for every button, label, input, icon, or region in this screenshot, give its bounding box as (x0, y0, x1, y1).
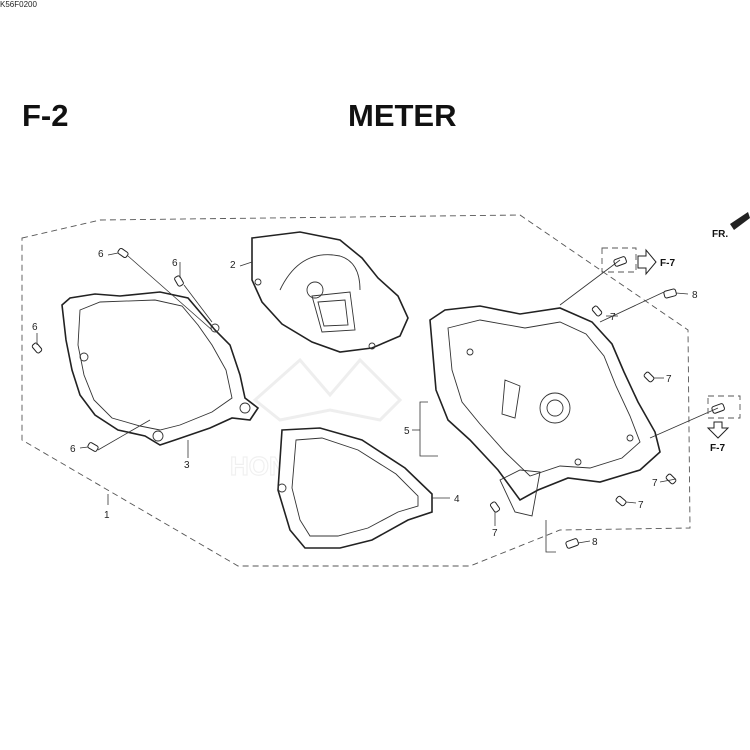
part-5-lower-case (429, 305, 661, 517)
callout-7-b: 7 (666, 374, 672, 385)
callout-1: 1 (104, 510, 110, 521)
callout-6-b: 6 (172, 258, 178, 269)
ref-right-label: F-7 (710, 443, 725, 454)
callout-6-c: 6 (32, 322, 38, 333)
part-4-lens-frame (277, 427, 433, 549)
callout-5: 5 (404, 426, 410, 437)
callout-6-a: 6 (98, 249, 104, 260)
callout-3: 3 (184, 460, 190, 471)
part-3-upper-case (61, 291, 260, 446)
callout-8-a: 8 (692, 290, 698, 301)
callout-4: 4 (454, 494, 460, 505)
callout-7-a: 7 (610, 312, 616, 323)
diagram-code: K56F0200 (0, 0, 37, 9)
ref-left-label: F-7 (660, 258, 675, 269)
fr-label: FR. (712, 229, 728, 240)
diagram-title: METER (348, 98, 457, 133)
part-2-meter-panel (251, 231, 409, 353)
callout-7-c: 7 (652, 478, 658, 489)
section-code: F-2 (22, 98, 69, 133)
screws (31, 247, 725, 549)
callouts: 6 6 6 6 3 1 2 4 5 8 7 7 7 7 7 8 (32, 249, 698, 548)
ref-right-group: F-7 (706, 395, 741, 454)
leader-lines (36, 252, 719, 553)
callout-7-e: 7 (492, 528, 498, 539)
callout-6-d: 6 (70, 444, 76, 455)
ref-left-group: F-7 (601, 247, 675, 276)
front-direction-marker: FR. (712, 212, 750, 240)
callout-8-b: 8 (592, 537, 598, 548)
callout-2: 2 (230, 260, 236, 271)
callout-7-d: 7 (638, 500, 644, 511)
assembly-boundary (21, 214, 691, 567)
